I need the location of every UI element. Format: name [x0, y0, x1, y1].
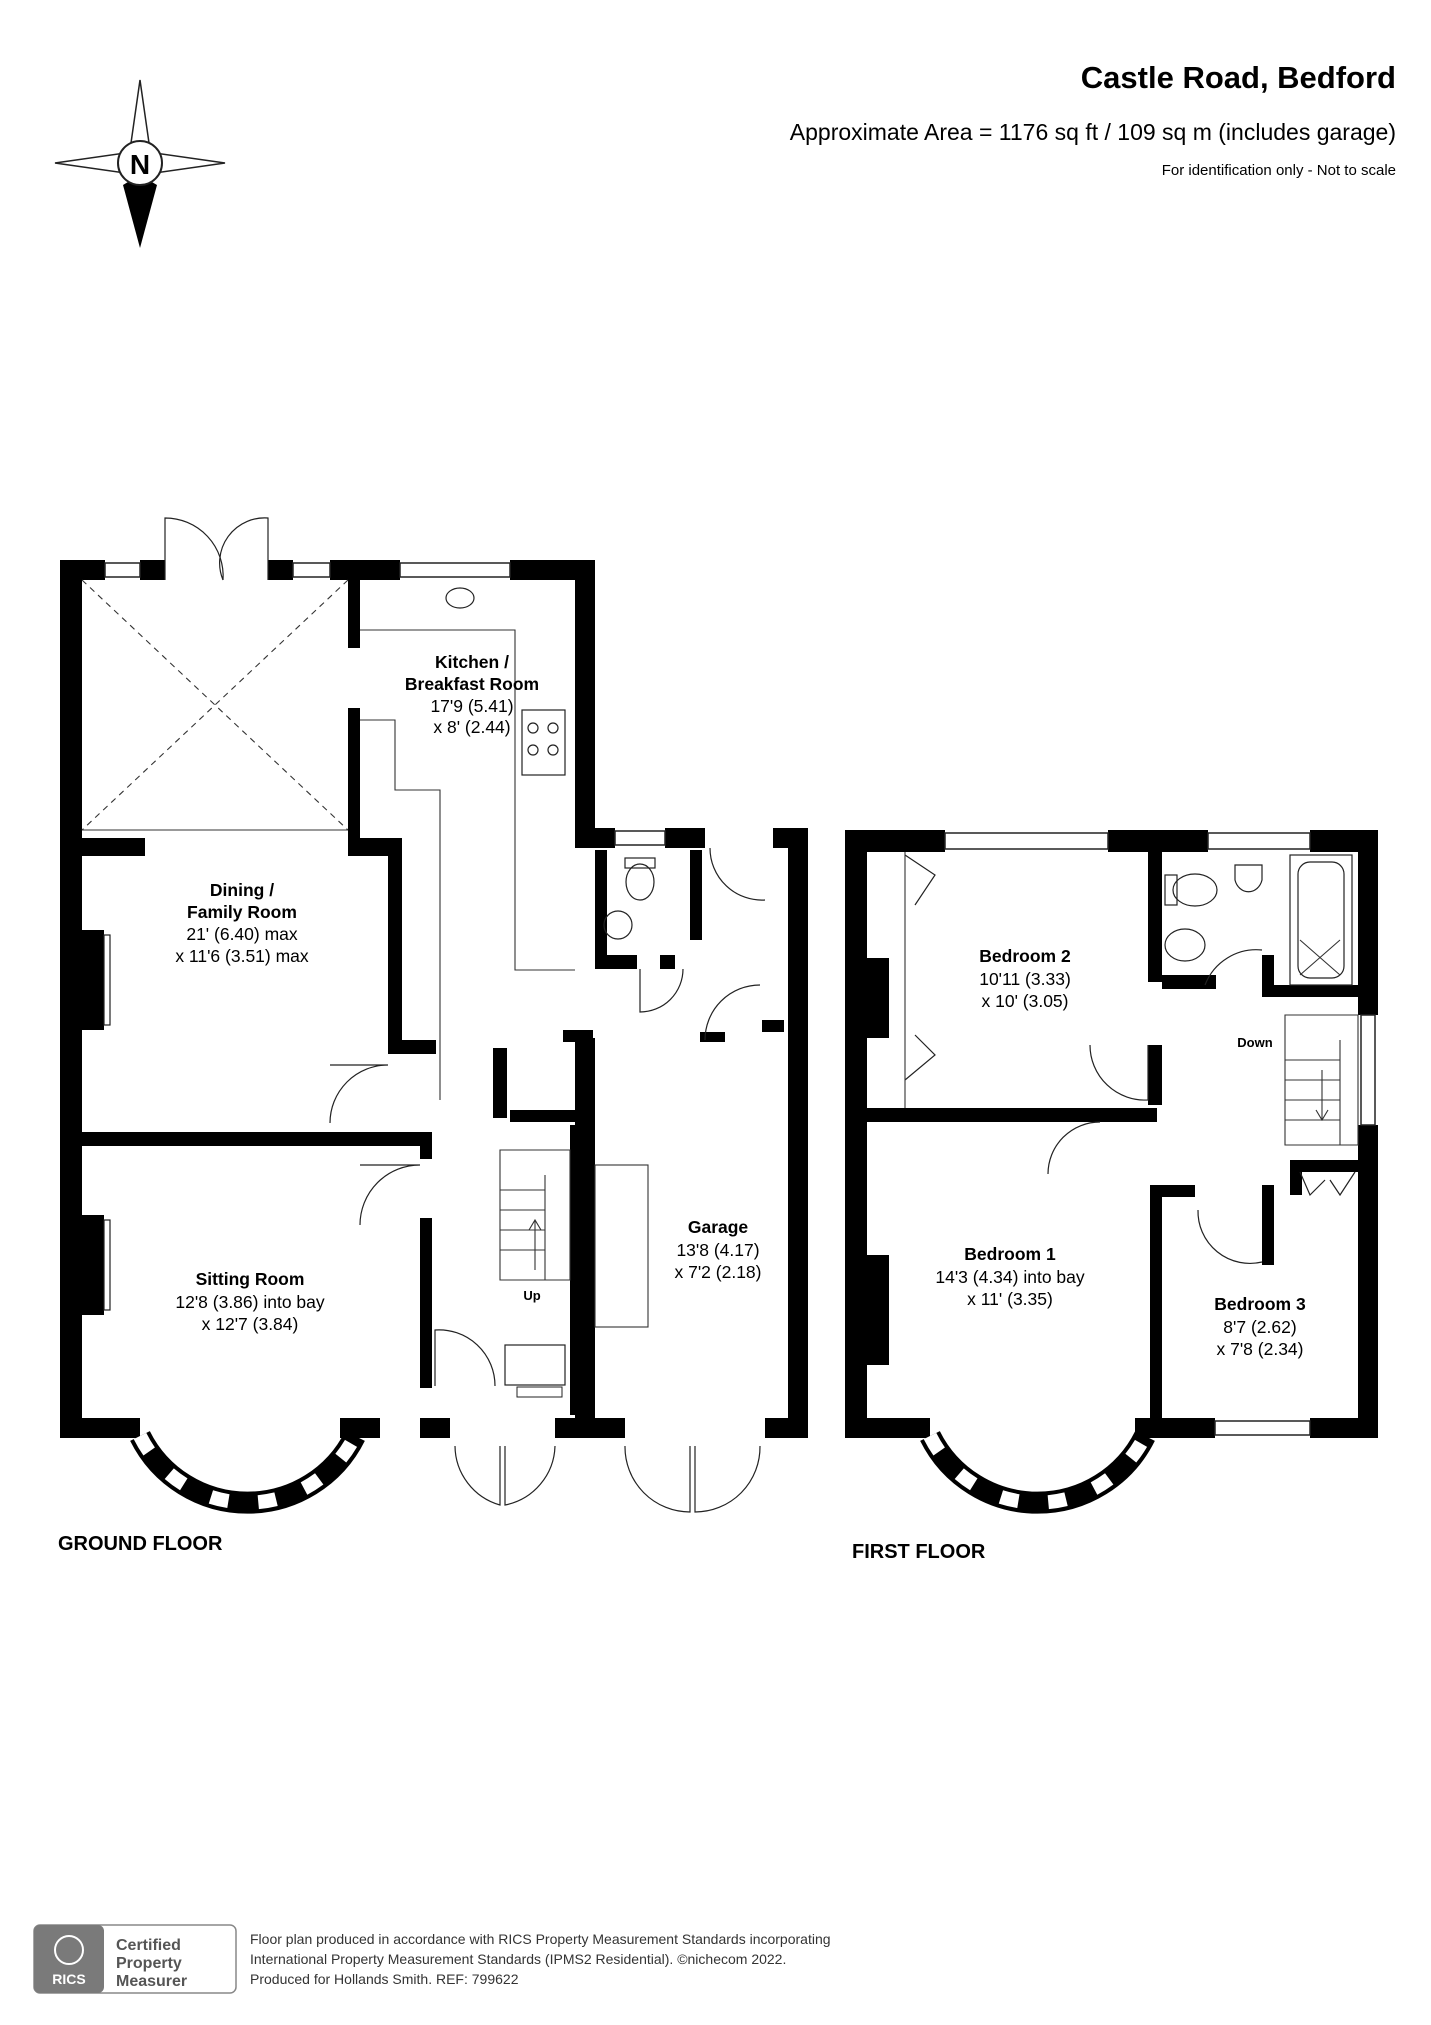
- scale-note: For identification only - Not to scale: [1162, 162, 1396, 179]
- room-dimension: x 11' (3.35): [967, 1289, 1053, 1309]
- room-name: Kitchen /: [435, 652, 509, 672]
- rics-badge: RICS Certified Property Measurer: [33, 1924, 237, 1994]
- ground-floor-label: GROUND FLOOR: [58, 1533, 223, 1555]
- room-bedroom2: Bedroom 2 10'11 (3.33) x 10' (3.05): [979, 946, 1071, 1011]
- room-dimension: x 11'6 (3.51) max: [175, 946, 309, 966]
- room-sitting: Sitting Room 12'8 (3.86) into bay x 12'7…: [175, 1269, 325, 1334]
- ground-floor-plan: Up: [60, 517, 808, 1514]
- room-name: Garage: [688, 1217, 749, 1237]
- room-dimension: 13'8 (4.17): [676, 1240, 759, 1260]
- room-name: Family Room: [187, 902, 297, 922]
- room-dimension: 21' (6.40) max: [186, 924, 298, 944]
- room-name: Sitting Room: [196, 1269, 305, 1289]
- first-floor-plan: Down: [845, 830, 1378, 1514]
- room-dimension: 14'3 (4.34) into bay: [935, 1267, 1085, 1287]
- room-dimension: x 7'2 (2.18): [675, 1262, 762, 1282]
- rics-logo-icon: [54, 1935, 84, 1965]
- room-dining: Dining / Family Room 21' (6.40) max x 11…: [175, 880, 309, 966]
- compass-icon: N: [54, 79, 226, 248]
- room-dimension: 17'9 (5.41): [430, 696, 513, 716]
- room-kitchen: Kitchen / Breakfast Room 17'9 (5.41) x 8…: [405, 652, 539, 737]
- room-bedroom1: Bedroom 1 14'3 (4.34) into bay x 11' (3.…: [935, 1244, 1085, 1309]
- footer-text: Floor plan produced in accordance with R…: [250, 1931, 831, 1947]
- approximate-area: Approximate Area = 1176 sq ft / 109 sq m…: [790, 119, 1396, 145]
- room-dimension: x 7'8 (2.34): [1217, 1339, 1304, 1359]
- room-dimension: 8'7 (2.62): [1223, 1317, 1296, 1337]
- stair-down-label: Down: [1237, 1035, 1272, 1050]
- room-garage: Garage 13'8 (4.17) x 7'2 (2.18): [675, 1217, 762, 1282]
- footer-text: International Property Measurement Stand…: [250, 1951, 786, 1967]
- room-name: Bedroom 1: [964, 1244, 1056, 1264]
- room-dimension: x 8' (2.44): [433, 717, 510, 737]
- room-name: Bedroom 2: [979, 946, 1071, 966]
- stair-up-label: Up: [523, 1288, 540, 1303]
- footer-text: Produced for Hollands Smith. REF: 799622: [250, 1971, 519, 1987]
- first-floor-label: FIRST FLOOR: [852, 1541, 986, 1563]
- room-name: Bedroom 3: [1214, 1294, 1306, 1314]
- compass-north-label: N: [130, 149, 150, 180]
- room-name: Dining /: [210, 880, 274, 900]
- badge-line: Property: [116, 1955, 182, 1972]
- plan-title: Castle Road, Bedford: [1081, 60, 1396, 95]
- rics-logo-text: RICS: [52, 1971, 85, 1987]
- room-dimension: x 10' (3.05): [982, 991, 1069, 1011]
- room-dimension: x 12'7 (3.84): [202, 1314, 299, 1334]
- badge-line: Measurer: [116, 1973, 187, 1990]
- room-dimension: 12'8 (3.86) into bay: [175, 1292, 325, 1312]
- room-bedroom3: Bedroom 3 8'7 (2.62) x 7'8 (2.34): [1214, 1294, 1306, 1359]
- room-dimension: 10'11 (3.33): [979, 969, 1071, 989]
- room-name: Breakfast Room: [405, 674, 539, 694]
- badge-line: Certified: [116, 1937, 181, 1954]
